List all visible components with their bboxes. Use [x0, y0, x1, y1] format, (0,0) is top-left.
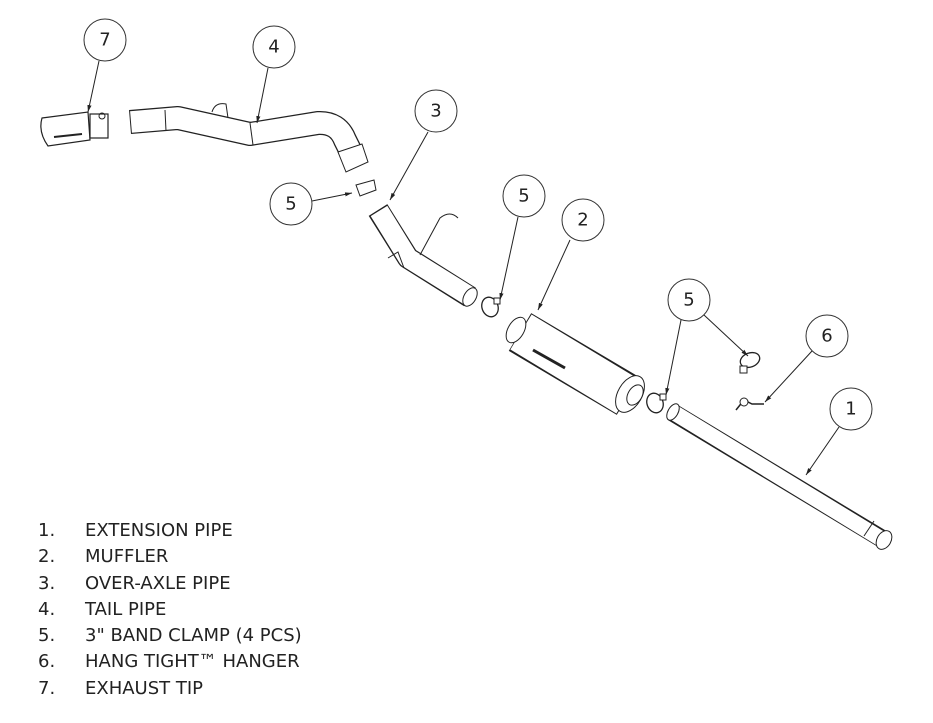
legend-item: 5. 3" BAND CLAMP (4 PCS) [38, 623, 302, 649]
legend-number: 2. [38, 546, 56, 568]
legend-text: 3" BAND CLAMP (4 PCS) [85, 625, 302, 647]
part-exhaust-tip [40, 111, 109, 147]
callout-5-clamps: 5 [667, 278, 711, 322]
svg-text:4: 4 [268, 37, 279, 58]
legend-text: TAIL PIPE [85, 598, 167, 620]
part-tail-pipe [129, 103, 369, 173]
part-muffler [505, 313, 645, 415]
legend-item: 4. TAIL PIPE [38, 597, 302, 623]
legend-text: EXHAUST TIP [85, 677, 204, 699]
legend-text: HANG TIGHT™ HANGER [85, 651, 300, 673]
legend-number: 6. [38, 651, 56, 673]
svg-text:5: 5 [285, 194, 296, 215]
svg-text:2: 2 [577, 210, 588, 231]
leader-lines [87, 60, 840, 476]
legend-text: OVER-AXLE PIPE [85, 572, 231, 594]
callout-4: 4 [252, 25, 296, 69]
svg-text:7: 7 [99, 30, 110, 51]
svg-text:3: 3 [430, 101, 441, 122]
callout-5-coupler: 5 [269, 182, 313, 226]
legend-item: 1. EXTENSION PIPE [38, 518, 302, 544]
callout-7: 7 [83, 18, 127, 62]
callout-5-clamp: 5 [502, 174, 546, 218]
legend-number: 3. [38, 572, 56, 594]
legend-number: 4. [38, 598, 56, 620]
svg-text:5: 5 [683, 290, 694, 311]
legend-text: EXTENSION PIPE [85, 520, 233, 541]
parts-legend: 1. EXTENSION PIPE 2. MUFFLER 3. OVER-AXLE P… [38, 518, 302, 702]
svg-text:6: 6 [821, 326, 832, 347]
callout-3: 3 [414, 89, 458, 133]
legend-item: 7. EXHAUST TIP [38, 676, 302, 702]
legend-number: 7. [38, 677, 56, 699]
callout-1: 1 [829, 387, 873, 431]
legend-item: 2. MUFFLER [38, 544, 302, 570]
legend-number: 1. [38, 520, 56, 541]
callout-6: 6 [805, 314, 849, 358]
svg-text:1: 1 [845, 399, 856, 420]
part-coupler [355, 179, 377, 197]
part-hanger [735, 397, 764, 411]
legend-item: 6. HANG TIGHT™ HANGER [38, 649, 302, 675]
part-extension-pipe [666, 403, 893, 550]
legend-item: 3. OVER-AXLE PIPE [38, 571, 302, 597]
legend-text: MUFFLER [85, 546, 169, 568]
legend-number: 5. [38, 625, 56, 647]
part-band-clamps [481, 296, 761, 414]
svg-text:5: 5 [518, 186, 529, 207]
part-over-axle-pipe [368, 204, 478, 307]
callout-2: 2 [561, 198, 605, 242]
